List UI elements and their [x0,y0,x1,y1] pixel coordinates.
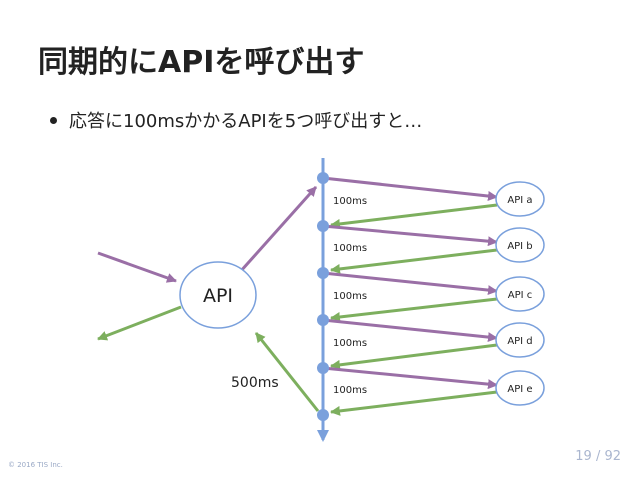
response-arrow-d [330,343,498,370]
incoming-request-arrow [97,251,177,283]
response-arrow-e [330,390,498,416]
response-arrow-c [330,297,498,322]
latency-label-e: 100ms [333,385,367,396]
bullet-item: 応答に100msかかるAPIを5つ呼び出すと… [50,107,422,133]
main-api-node [179,261,257,329]
main-api-label: API [203,285,233,307]
request-arrow-d [322,318,498,343]
slide-title: 同期的にAPIを呼び出す [38,45,365,80]
call-sequence: 100ms API a 100ms API b 100ms API c 100m… [322,176,545,416]
api-node-e [495,370,545,406]
request-arrow-b [322,224,498,247]
response-arrow-a [330,203,498,229]
page-number: 19 / 92 [575,449,621,464]
latency-label-a: 100ms [333,196,367,207]
main-to-timeline-arrow [238,186,318,273]
api-node-d-label: API d [507,336,532,347]
latency-label-d: 100ms [333,338,367,349]
timeline-dot [317,362,329,374]
timeline-dot [317,314,329,326]
bullet-text: 応答に100msかかるAPIを5つ呼び出すと… [69,111,423,132]
api-node-a-label: API a [507,195,532,206]
latency-label-c: 100ms [333,291,367,302]
total-duration-label: 500ms [231,375,279,391]
timeline-dot [317,267,329,279]
timeline-to-main-arrow [254,332,320,412]
api-node-b [495,227,545,263]
api-node-b-label: API b [507,241,532,252]
timeline-dots [317,172,329,421]
api-node-c-label: API c [508,290,533,301]
copyright-text: © 2016 TIS Inc. [8,461,63,469]
timeline-dot [317,220,329,232]
bullet-dot [50,116,57,124]
request-arrow-e [322,366,498,390]
timeline-dot [317,409,329,421]
api-node-a [495,181,545,217]
latency-label-b: 100ms [333,243,367,254]
request-arrow-a [322,176,498,201]
outgoing-response-arrow [97,305,182,341]
api-node-d [495,322,545,358]
response-arrow-b [330,248,498,274]
request-arrow-c [322,271,498,296]
api-node-e-label: API e [507,384,532,395]
api-node-c [495,276,545,312]
timeline-dot [317,172,329,184]
